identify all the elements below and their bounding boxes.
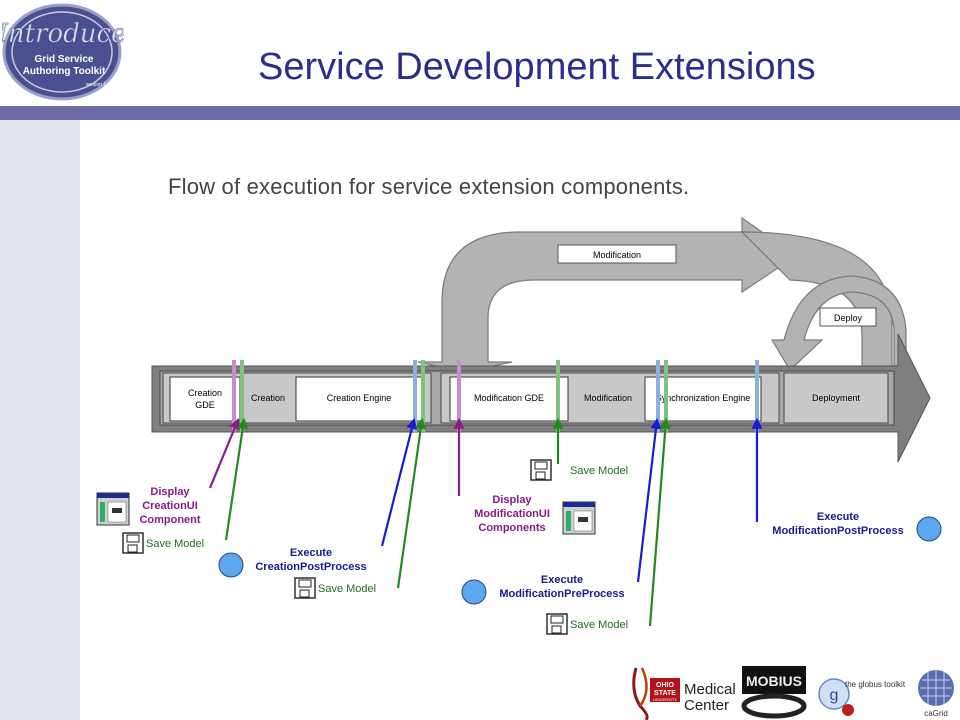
osu-text-2: STATE [654, 690, 676, 697]
arrow-display-creation [208, 417, 240, 489]
introduce-logo: Introduce Grid Service Authoring Toolkit… [2, 3, 124, 101]
exec-mod-pre-label-2: ModificationPreProcess [499, 588, 624, 600]
cagrid-logo: caGrid [918, 670, 954, 718]
exec-mod-pre-label-1: Execute [541, 574, 583, 586]
mobius-logo: MOBIUS [741, 666, 807, 719]
title-rule [0, 106, 960, 120]
creation-engine-label: Creation Engine [327, 393, 392, 403]
logo-line2: Grid Service [35, 54, 94, 65]
arrow-save-mod-2 [648, 417, 671, 627]
save-model-label: Save Model [146, 538, 204, 550]
deployment-segment [783, 372, 889, 424]
arrow-exec-creation-post [380, 417, 418, 547]
display-creation-label-1: Display [150, 486, 190, 498]
logo-title: Introduce [2, 19, 124, 49]
arc-label-deploy: Deploy [834, 313, 863, 323]
exec-mod-post-label-2: ModificationPostProcess [772, 525, 903, 537]
floppy-disk-icon [546, 613, 568, 635]
arrow-exec-mod-pre [636, 417, 662, 583]
display-mod-label-2: ModificationUI [474, 508, 550, 520]
creation-gde-box [169, 376, 241, 422]
save-model-label: Save Model [570, 619, 628, 631]
center-text: Center [684, 697, 729, 714]
arrow-save-creation [224, 417, 249, 541]
osu-text-3: UNIVERSITY [653, 697, 677, 702]
footer-logos: OHIO STATE UNIVERSITY Medical Center MOB… [632, 666, 954, 720]
window-icon [562, 501, 596, 535]
cagrid-text: caGrid [924, 709, 948, 718]
display-creation-label-2: CreationUI [142, 500, 198, 512]
modification-gde-label: Modification GDE [474, 393, 544, 403]
save-model-label: Save Model [318, 583, 376, 595]
window-icon [96, 492, 130, 526]
arc-label-box-modification [557, 244, 677, 264]
arrow-save-creation-2 [396, 417, 427, 589]
medical-text: Medical [684, 681, 736, 698]
arc-label-modification: Modification [593, 250, 641, 260]
creation-gde-label-1: Creation [188, 388, 222, 398]
logo-line3: Authoring Toolkit [23, 66, 106, 77]
save-model-label: Save Model [570, 465, 628, 477]
svg-text:g: g [830, 687, 839, 704]
osu-medical-center-logo: OHIO STATE UNIVERSITY Medical Center [632, 667, 736, 720]
display-mod-label-3: Components [478, 522, 545, 534]
process-circle-icon [218, 552, 244, 578]
arc-label-box-deploy [819, 307, 877, 327]
floppy-disk-icon [294, 577, 316, 599]
process-circle-icon [461, 579, 487, 605]
creation-gde-label-2: GDE [195, 400, 215, 410]
exec-mod-post-label-1: Execute [817, 511, 859, 523]
floppy-disk-icon [122, 532, 144, 554]
creation-label: Creation [251, 393, 285, 403]
logo-version: version 1.0 [86, 82, 111, 88]
sync-engine-label: Synchronization Engine [656, 393, 751, 403]
modification-loop-arrow [417, 216, 798, 373]
globus-logo: g the globus toolkit [818, 678, 906, 716]
display-creation-label-3: Component [139, 514, 200, 526]
slide-title: Service Development Extensions [258, 46, 816, 88]
mobius-text: MOBIUS [746, 673, 802, 689]
deploy-loop-arrow [770, 275, 907, 371]
globus-text: the globus toolkit [845, 680, 906, 689]
modification-label: Modification [584, 393, 632, 403]
slide-subtitle: Flow of execution for service extension … [168, 174, 690, 199]
display-mod-label-1: Display [492, 494, 532, 506]
osu-text-1: OHIO [656, 682, 674, 689]
floppy-disk-icon [530, 459, 552, 481]
modification-gde-box [449, 376, 569, 422]
connector-arrows [208, 417, 763, 627]
process-circle-icon [916, 516, 942, 542]
exec-creation-post-label-2: CreationPostProcess [255, 561, 366, 573]
deployment-label: Deployment [812, 393, 861, 403]
creation-engine-box [295, 376, 424, 422]
exec-creation-post-label-1: Execute [290, 547, 332, 559]
left-sidebar-band [0, 120, 80, 720]
